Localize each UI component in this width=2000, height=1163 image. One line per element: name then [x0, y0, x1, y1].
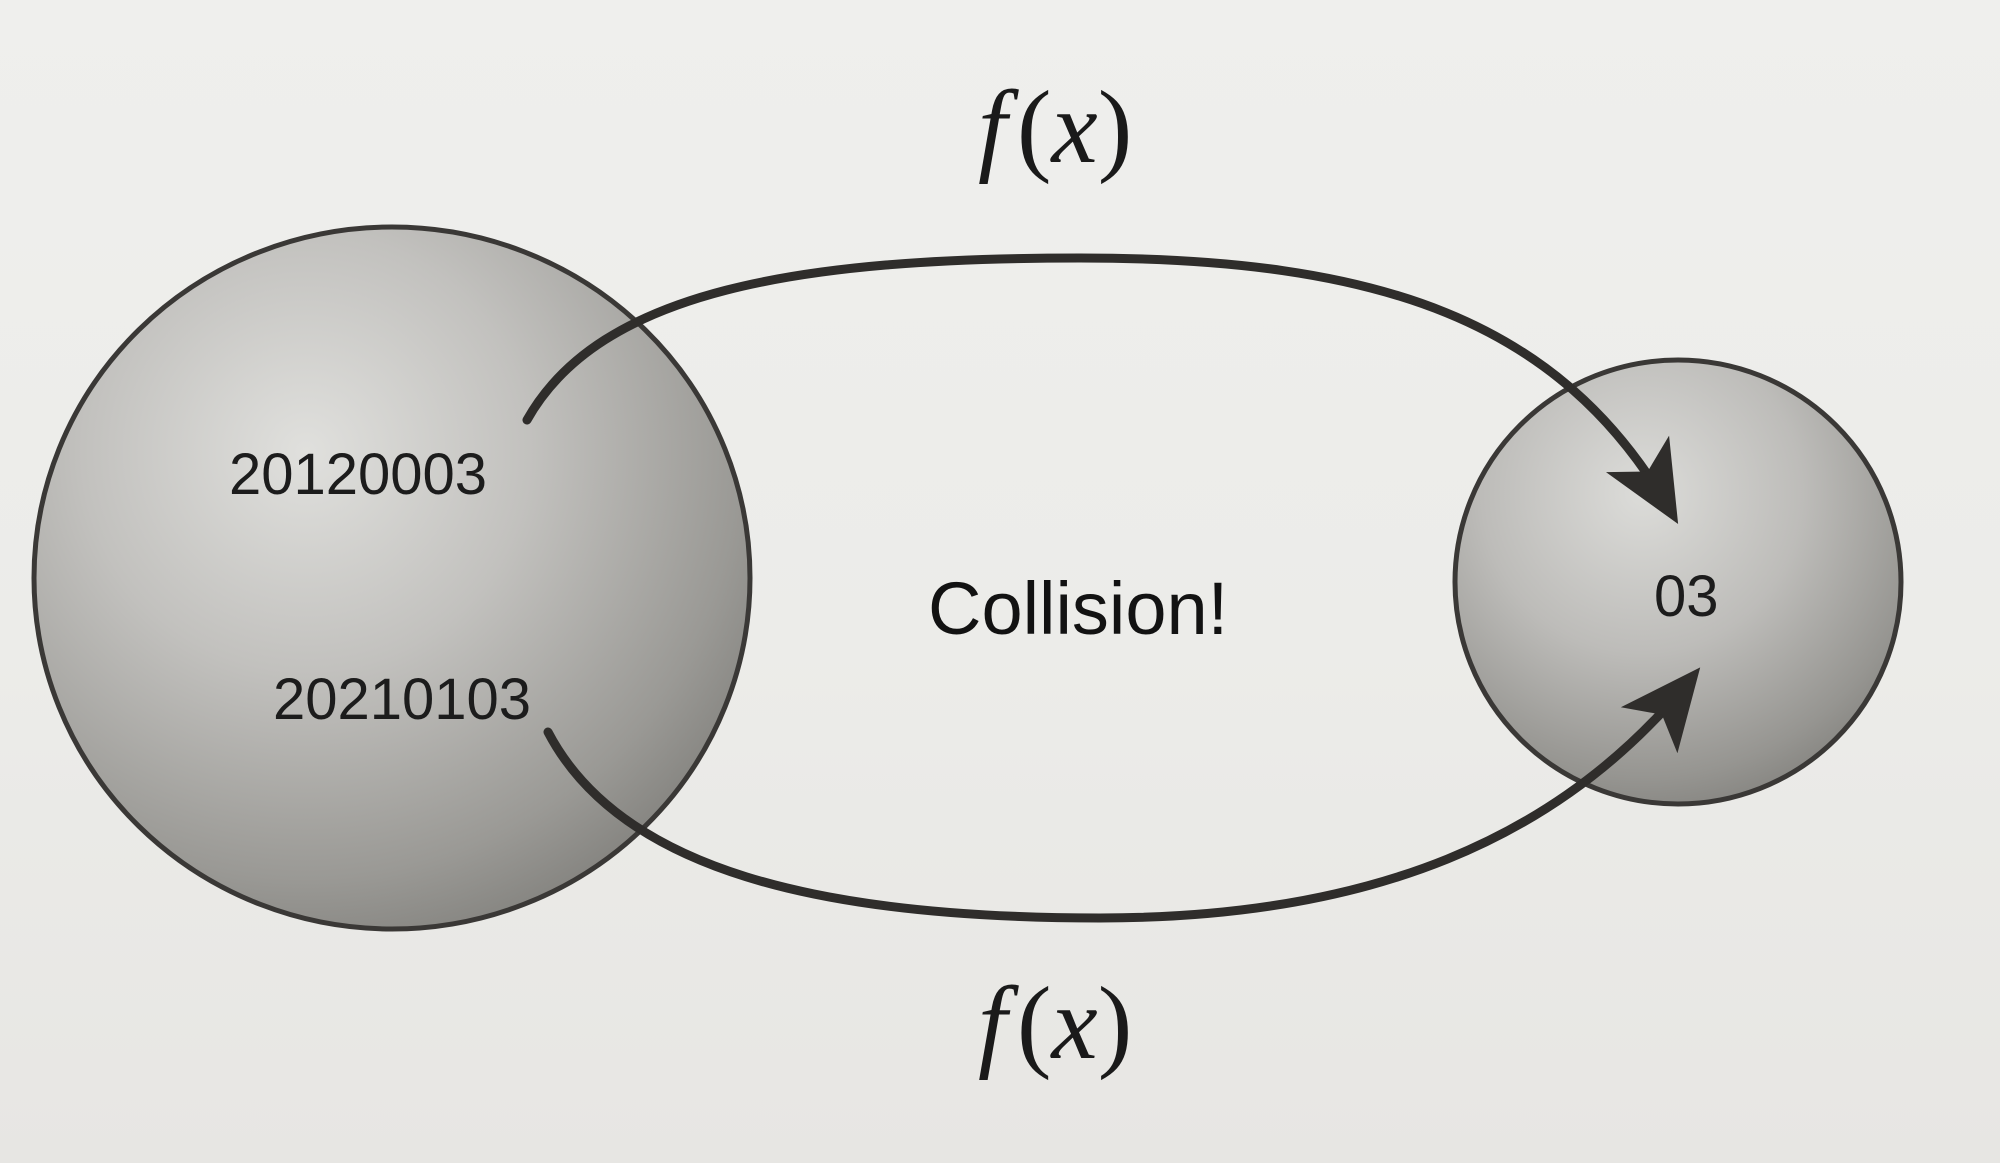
top-function-close-paren: ): [1098, 70, 1133, 185]
target-value: 03: [1654, 564, 1719, 629]
target-set-circle: [1452, 357, 1904, 807]
top-function-label: f(x): [978, 70, 1132, 185]
top-function-arg: x: [1050, 70, 1098, 185]
top-function-name: f: [978, 70, 1019, 185]
top-function-open-paren: (: [1017, 70, 1052, 185]
source-key-2: 20210103: [273, 667, 531, 732]
bottom-function-arg: x: [1050, 966, 1098, 1081]
bottom-function-open-paren: (: [1017, 966, 1052, 1081]
source-key-1: 20120003: [229, 442, 487, 507]
top-mapping-arrow: [522, 253, 1679, 525]
bottom-function-close-paren: ): [1098, 966, 1133, 1081]
source-set-circle: [31, 224, 753, 932]
bottom-function-name: f: [978, 966, 1019, 1081]
bottom-mapping-arrow: [543, 667, 1701, 923]
collision-label: Collision!: [928, 567, 1228, 650]
bottom-function-label: f(x): [978, 966, 1132, 1081]
